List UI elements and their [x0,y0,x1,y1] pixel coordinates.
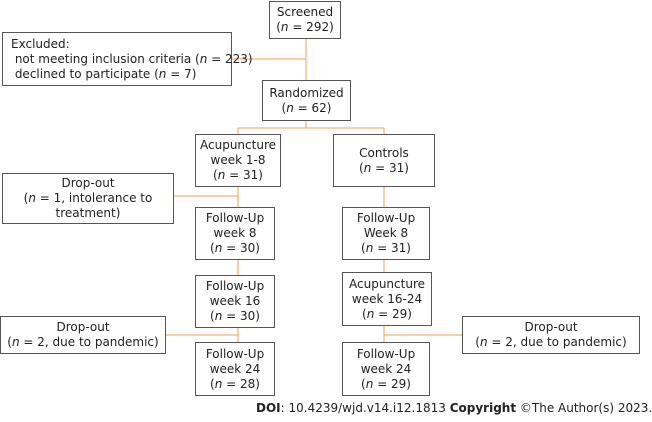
node-controls: Controls (n = 31) [333,134,435,187]
node-excluded: Excluded: not meeting inclusion criteria… [2,32,253,86]
node-screened: Screened (n = 292) [269,1,341,39]
citation-footer: DOI: 10.4239/wjd.v14.i12.1813 Copyright … [256,401,652,415]
node-acupuncture-ctrl-week16-24: Acupuncture week 16-24 (n = 29) [342,272,432,326]
node-randomized: Randomized (n = 62) [262,80,351,121]
node-dropout-3: Drop-out (n = 2, due to pandemic) [462,316,640,354]
node-acupuncture: Acupuncture week 1-8 (n = 31) [195,134,281,187]
node-followup-acu-week24: Follow-Up week 24 (n = 28) [195,342,275,396]
copyright-value: ©The Author(s) 2023. [516,401,652,415]
node-followup-ctrl-week24: Follow-Up week 24 (n = 29) [342,342,430,396]
node-followup-ctrl-week8: Follow-Up Week 8 (n = 31) [342,207,430,260]
node-followup-acu-week8: Follow-Up week 8 (n = 30) [195,207,275,260]
doi-label: DOI [256,401,281,415]
node-dropout-2: Drop-out (n = 2, due to pandemic) [0,316,166,354]
copyright-label: Copyright [449,401,517,415]
doi-value: : 10.4239/wjd.v14.i12.1813 [280,401,450,415]
node-dropout-1: Drop-out (n = 1, intolerance to treatmen… [2,173,174,224]
node-followup-acu-week16: Follow-Up week 16 (n = 30) [195,275,275,328]
